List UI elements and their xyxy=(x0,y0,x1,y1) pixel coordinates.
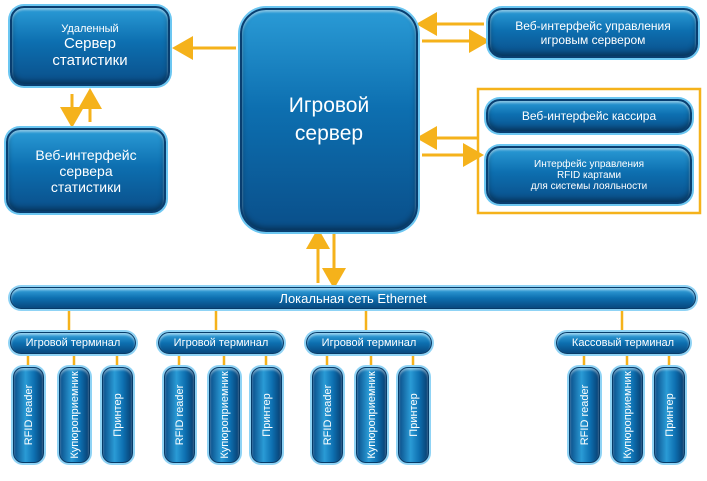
terminal-4-bar: Кассовый терминал xyxy=(556,332,690,354)
terminal-4-rfid-reader: RFID reader xyxy=(569,367,600,463)
terminal-3-drops xyxy=(325,355,415,366)
lan-bar: Локальная сеть Ethernet xyxy=(10,287,696,309)
terminal-1-printer: Принтер xyxy=(102,367,133,463)
terminal-3-printer: Принтер xyxy=(398,367,429,463)
remote-stats-line3: статистики xyxy=(52,52,128,69)
stats-web-interface-box: Веб-интерфейс сервера статистики xyxy=(6,128,166,213)
stats-web-line1: Веб-интерфейс xyxy=(35,146,137,163)
lan-label: Локальная сеть Ethernet xyxy=(279,290,427,306)
cashier-group-frame xyxy=(476,87,702,215)
game-server-box: Игровой сервер xyxy=(240,8,418,232)
terminal-1-drops xyxy=(26,355,119,366)
terminal-2-bar: Игровой терминал xyxy=(158,332,284,354)
terminal-4-drops xyxy=(582,355,671,366)
cashier-web-ui-box: Веб-интерфейс кассира xyxy=(486,99,692,133)
terminal-2-printer: Принтер xyxy=(251,367,282,463)
stats-web-line2: сервера xyxy=(59,162,113,179)
rfid-mgmt-ui-box: Интерфейс управления RFID картами для си… xyxy=(486,146,692,204)
rfid-mgmt-line1: Интерфейс управления xyxy=(534,158,644,170)
game-server-line2: сервер xyxy=(294,122,364,145)
terminal-2-label: Игровой терминал xyxy=(173,337,269,349)
terminal-2-bill-acceptor: Купюроприемник xyxy=(209,367,240,463)
terminal-1-bar: Игровой терминал xyxy=(10,332,136,354)
game-server-web-ui-box: Веб-интерфейс управления игровым серверо… xyxy=(488,8,698,58)
terminal-2-rfid-reader: RFID reader xyxy=(164,367,195,463)
stats-web-line3: статистики xyxy=(50,178,122,195)
game-server-line1: Игровой xyxy=(288,94,370,117)
terminal-1-bill-acceptor: Купюроприемник xyxy=(59,367,90,463)
cashier-web-ui-label: Веб-интерфейс кассира xyxy=(521,109,657,123)
terminal-3-label: Игровой терминал xyxy=(321,337,417,349)
terminal-4-label: Кассовый терминал xyxy=(571,337,675,349)
terminal-1-label: Игровой терминал xyxy=(25,337,121,349)
remote-stats-line2: Сервер xyxy=(63,35,116,52)
terminal-4-printer: Принтер xyxy=(654,367,685,463)
terminal-3-bill-acceptor: Купюроприемник xyxy=(356,367,387,463)
game-server-web-ui-line1: Веб-интерфейс управления xyxy=(515,19,671,33)
terminal-1-rfid-reader: RFID reader xyxy=(13,367,44,463)
remote-stats-line1: Удаленный xyxy=(61,23,119,35)
remote-stats-server-box: Удаленный Сервер статистики xyxy=(10,6,170,86)
rfid-mgmt-line3: для системы лояльности xyxy=(530,180,648,192)
rfid-mgmt-line2: RFID картами xyxy=(556,169,622,181)
terminal-3-rfid-reader: RFID reader xyxy=(312,367,343,463)
terminal-2-drops xyxy=(177,355,268,366)
terminal-4-bill-acceptor: Купюроприемник xyxy=(612,367,643,463)
game-server-web-ui-line2: игровым сервером xyxy=(540,33,646,47)
terminal-3-bar: Игровой терминал xyxy=(306,332,432,354)
